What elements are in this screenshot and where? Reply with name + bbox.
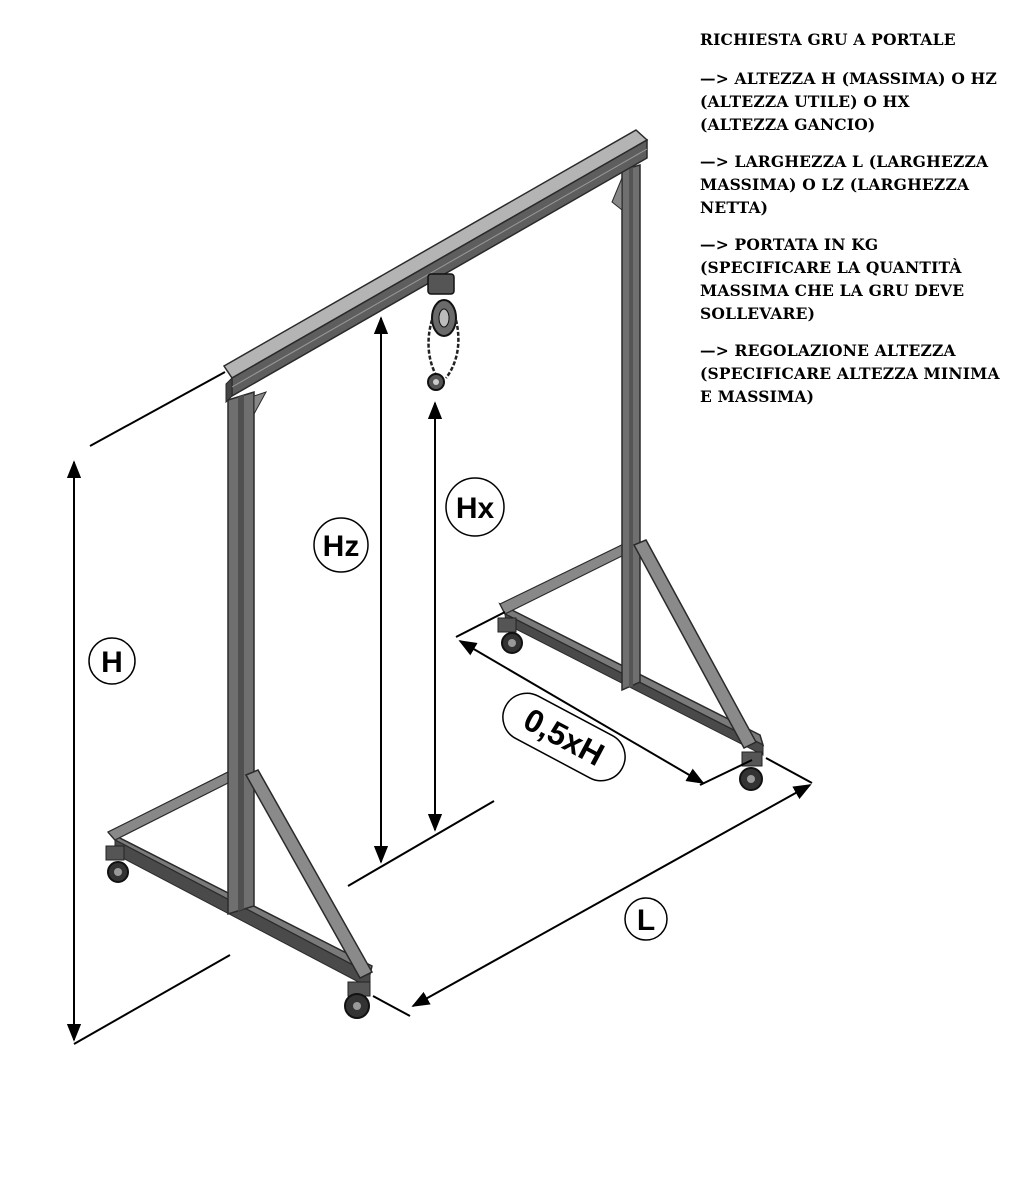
near-frame — [105, 390, 374, 1019]
dimension-lines — [66, 316, 813, 1045]
label-hx: Hx — [445, 477, 505, 537]
notes-title: RICHIESTA GRU A PORTALE — [700, 30, 956, 49]
near-brace — [244, 769, 374, 979]
svg-text:L: L — [637, 904, 655, 937]
dim-half-h-line — [458, 640, 705, 784]
svg-text:Hx: Hx — [456, 492, 495, 525]
label-h: H — [88, 637, 136, 685]
far-caster-right — [739, 751, 763, 791]
chain-hoist — [427, 273, 460, 391]
near-caster-right — [344, 981, 371, 1019]
top-i-beam — [222, 129, 649, 404]
requirements-notes: RICHIESTA GRU A PORTALE —> ALTEZZA H (MA… — [700, 28, 1000, 422]
note-height: —> ALTEZZA H (MASSIMA) O HZ (ALTEZZA UTI… — [700, 69, 997, 134]
label-l: L — [624, 897, 668, 941]
label-hz: Hz — [313, 517, 369, 573]
note-capacity: —> PORTATA IN KG (SPECIFICARE LA QUANTIT… — [700, 235, 965, 323]
dim-l-line — [411, 784, 812, 1007]
note-width: —> LARGHEZZA L (LARGHEZZA MASSIMA) O LZ … — [700, 152, 989, 217]
near-caster-left — [105, 845, 129, 883]
svg-text:Hz: Hz — [323, 530, 360, 563]
svg-text:H: H — [101, 646, 123, 679]
note-height-adjustment: —> REGOLAZIONE ALTEZZA (SPECIFICARE ALTE… — [700, 341, 1000, 406]
label-half-h: 0,5xH — [502, 692, 626, 782]
